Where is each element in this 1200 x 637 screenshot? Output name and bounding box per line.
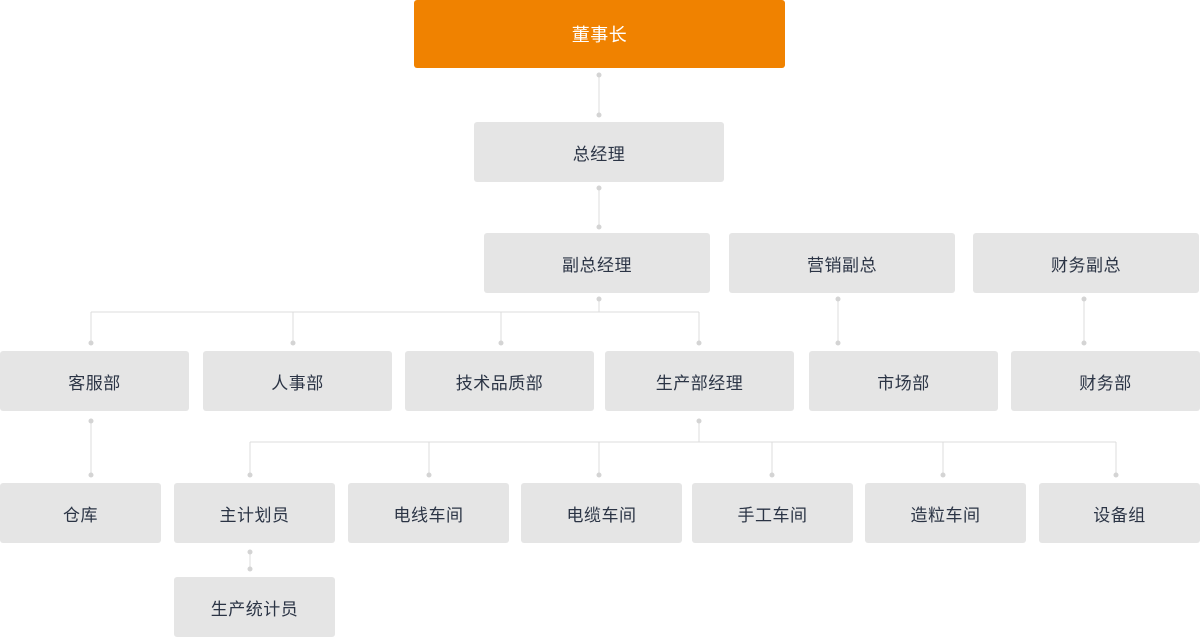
connector-dot (835, 296, 841, 302)
node-wire-workshop: 电线车间 (348, 483, 509, 543)
node-equipment-group: 设备组 (1039, 483, 1200, 543)
node-hr-dept: 人事部 (203, 351, 392, 411)
node-finance-dept: 财务部 (1011, 351, 1200, 411)
connector-dot (596, 185, 602, 191)
node-granulation-workshop: 造粒车间 (865, 483, 1026, 543)
connector-dot (769, 472, 775, 478)
connector-dot (290, 340, 296, 346)
connector-dot (835, 340, 841, 346)
node-market-dept: 市场部 (809, 351, 998, 411)
connector-dot (1081, 296, 1087, 302)
connector-dot (1081, 340, 1087, 346)
node-tech-quality-dept: 技术品质部 (405, 351, 594, 411)
node-deputy-gm: 副总经理 (484, 233, 710, 293)
node-master-planner: 主计划员 (174, 483, 335, 543)
connector-dot (596, 472, 602, 478)
connector-dot (88, 340, 94, 346)
connector-dot (940, 472, 946, 478)
node-warehouse: 仓库 (0, 483, 161, 543)
connector-dot (498, 340, 504, 346)
connector-dot (88, 472, 94, 478)
connector-dot (596, 112, 602, 118)
connector-dot (596, 296, 602, 302)
node-production-statistician: 生产统计员 (174, 577, 335, 637)
node-customer-service-dept: 客服部 (0, 351, 189, 411)
connector-dot (596, 224, 602, 230)
node-general-manager: 总经理 (474, 122, 724, 182)
node-chairman: 董事长 (414, 0, 785, 68)
connector-dot (247, 566, 253, 572)
connector-dot (1113, 472, 1119, 478)
node-finance-vp: 财务副总 (973, 233, 1199, 293)
node-manual-workshop: 手工车间 (692, 483, 853, 543)
connector-dot (426, 472, 432, 478)
node-production-manager: 生产部经理 (605, 351, 794, 411)
node-cable-workshop: 电缆车间 (521, 483, 682, 543)
connector-dot (88, 418, 94, 424)
node-marketing-vp: 营销副总 (729, 233, 955, 293)
connector-dot (247, 472, 253, 478)
connector-dot (696, 418, 702, 424)
connector-dot (247, 549, 253, 555)
connector-dot (696, 340, 702, 346)
connector-dot (596, 72, 602, 78)
